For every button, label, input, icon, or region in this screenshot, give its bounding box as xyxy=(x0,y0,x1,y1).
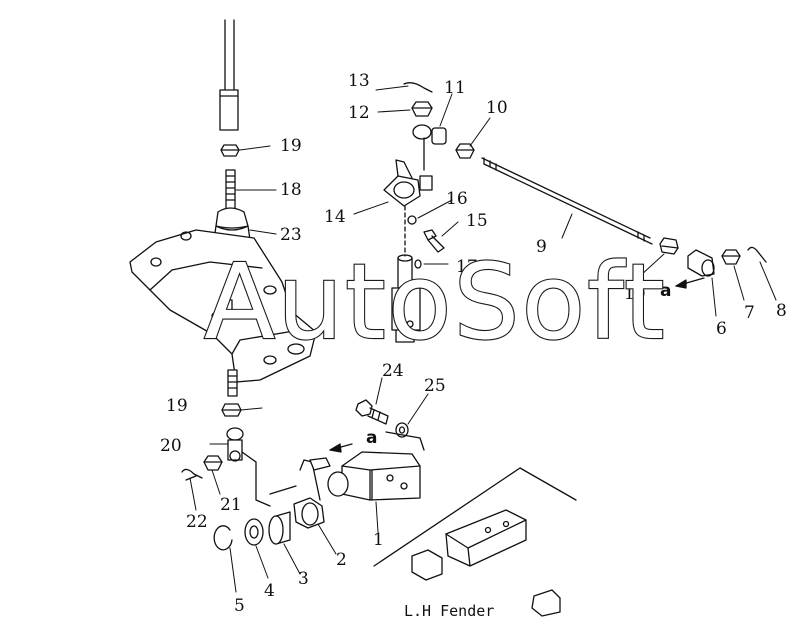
fender-caption: L.H Fender xyxy=(404,602,494,620)
bolt-15 xyxy=(423,229,445,253)
pin-16 xyxy=(407,215,417,225)
lower-threaded-rod xyxy=(227,369,238,397)
bolt-24 xyxy=(355,399,389,425)
cotter-pin-8 xyxy=(747,246,767,263)
bushing-3 xyxy=(268,511,291,545)
callout-1: 1 xyxy=(373,530,384,550)
callout-19-upper: 19 xyxy=(280,136,302,156)
lever-rod xyxy=(219,19,239,131)
washer-25 xyxy=(395,422,409,438)
nut-10-upper xyxy=(455,143,475,159)
callout-8: 8 xyxy=(776,301,787,321)
callout-18: 18 xyxy=(280,180,302,200)
callout-11: 11 xyxy=(444,78,466,98)
callout-19-lower: 19 xyxy=(166,396,188,416)
cotter-pin-22 xyxy=(181,468,203,481)
snap-ring-5 xyxy=(213,525,233,551)
nut-19-upper xyxy=(220,144,240,157)
fender-outline xyxy=(373,467,577,617)
threaded-stud-18 xyxy=(225,169,236,211)
callout-7: 7 xyxy=(744,303,755,323)
nut-7 xyxy=(721,249,741,265)
cotter-pin-13 xyxy=(403,82,433,93)
callout-20: 20 xyxy=(160,436,182,456)
watermark-text: AutoSoft xyxy=(204,241,667,363)
ref-a-lower: a xyxy=(366,428,377,448)
callout-12: 12 xyxy=(348,103,370,123)
pin-17 xyxy=(414,259,422,269)
callout-10-upper: 10 xyxy=(486,98,508,118)
ref-a-upper: a xyxy=(660,281,671,301)
ball-joint-11 xyxy=(412,124,447,171)
callout-labels: 1 2 3 4 5 6 7 8 9 10 10 11 12 13 14 15 1… xyxy=(160,71,787,616)
shift-housing-1 xyxy=(327,451,421,501)
callout-25: 25 xyxy=(424,376,446,396)
callout-23: 23 xyxy=(280,225,302,245)
nut-10-lower xyxy=(659,237,679,255)
shift-lever-2 xyxy=(269,457,331,529)
leader-a-lower xyxy=(385,431,425,451)
callout-2: 2 xyxy=(336,550,347,570)
callout-16: 16 xyxy=(446,189,468,209)
callout-24: 24 xyxy=(382,361,404,381)
callout-4: 4 xyxy=(264,581,275,601)
lever-arm-14 xyxy=(383,159,433,207)
nut-12 xyxy=(411,101,433,117)
ball-joint-20 xyxy=(226,427,271,507)
callout-14: 14 xyxy=(324,207,346,227)
leader-lines xyxy=(189,85,777,593)
vertical-shaft xyxy=(391,254,421,343)
callout-17: 17 xyxy=(456,257,478,277)
callout-6: 6 xyxy=(716,319,727,339)
callout-5: 5 xyxy=(234,596,245,616)
callout-3: 3 xyxy=(298,569,309,589)
arrowhead-a-upper xyxy=(675,279,687,289)
rod-end-6 xyxy=(687,249,715,277)
callout-13: 13 xyxy=(348,71,370,91)
rod-9 xyxy=(481,157,653,245)
callout-21: 21 xyxy=(220,495,242,515)
arrowhead-a-lower xyxy=(329,443,342,453)
callout-10-lower: 10 xyxy=(624,284,646,304)
nut-19-lower xyxy=(221,403,242,417)
mounting-bracket xyxy=(129,229,317,383)
callout-15: 15 xyxy=(466,211,488,231)
callout-9: 9 xyxy=(536,237,547,257)
washer-4 xyxy=(244,518,264,546)
nut-21 xyxy=(203,455,223,471)
callout-22: 22 xyxy=(186,512,208,532)
